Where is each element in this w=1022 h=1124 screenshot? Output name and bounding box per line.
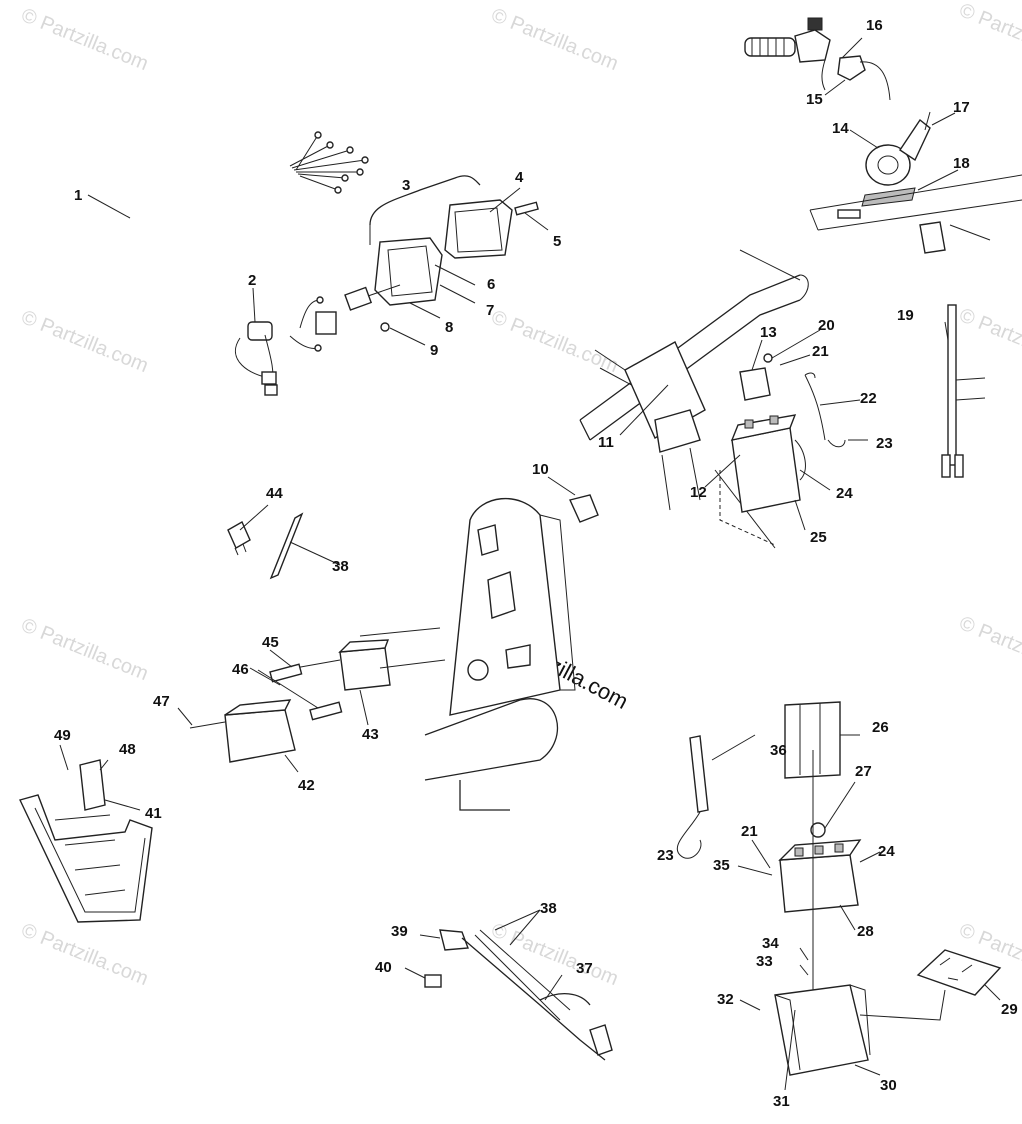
- watermark: © Partzilla.com: [956, 0, 1022, 70]
- callout-46: 46: [232, 661, 249, 678]
- callout-21: 21: [812, 343, 829, 360]
- callout-12: 12: [690, 484, 707, 501]
- callout-2: 2: [248, 272, 256, 289]
- callout-36: 36: [770, 742, 787, 759]
- watermark: © Partzilla.com: [488, 306, 621, 377]
- callout-3: 3: [402, 177, 410, 194]
- callout-16: 16: [866, 17, 883, 34]
- watermark: © Partzilla.com: [18, 4, 151, 75]
- callout-7: 7: [486, 302, 494, 319]
- wire-lead: [941, 304, 986, 478]
- callout-48: 48: [119, 741, 136, 758]
- callout-42: 42: [298, 777, 315, 794]
- callout-25: 25: [810, 529, 827, 546]
- hook-strap: [677, 735, 709, 859]
- frame-section: [579, 249, 809, 549]
- callout-41: 41: [145, 805, 162, 822]
- leader-lines: [59, 37, 1001, 1091]
- watermarks: © Partzilla.com © Partzilla.com © Partzi…: [18, 0, 1022, 990]
- callout-19: 19: [897, 307, 914, 324]
- callout-8: 8: [445, 319, 453, 336]
- rivet-and-tie: [227, 512, 304, 580]
- fuse: [569, 494, 599, 523]
- watermark: © Partzilla.com: [18, 614, 151, 685]
- callout-28: 28: [857, 923, 874, 940]
- watermark: © Partzilla.com: [18, 919, 151, 990]
- callout-6: 6: [487, 276, 495, 293]
- callout-20: 20: [818, 317, 835, 334]
- reflector-right: [338, 639, 391, 691]
- callout-21-lower: 21: [741, 823, 758, 840]
- callout-15: 15: [806, 91, 823, 108]
- callout-45: 45: [262, 634, 279, 651]
- callout-5: 5: [553, 233, 561, 250]
- mud-guard: [19, 759, 153, 923]
- callout-32: 32: [717, 991, 734, 1008]
- callout-24: 24: [836, 485, 853, 502]
- callout-44: 44: [266, 485, 283, 502]
- callout-30: 30: [880, 1077, 897, 1094]
- callout-31: 31: [773, 1093, 790, 1110]
- callout-17: 17: [953, 99, 970, 116]
- callout-38: 38: [332, 558, 349, 575]
- callout-9: 9: [430, 342, 438, 359]
- watermark: © Partzilla.com: [956, 304, 1022, 375]
- callout-39: 39: [391, 923, 408, 940]
- callout-47: 47: [153, 693, 170, 710]
- callout-22: 22: [860, 390, 877, 407]
- horn-assembly: [809, 111, 1022, 254]
- callout-14: 14: [832, 120, 849, 137]
- callout-18: 18: [953, 155, 970, 172]
- callout-4: 4: [515, 169, 524, 186]
- callout-38-lower: 38: [540, 900, 557, 917]
- battery-lower: [774, 701, 1002, 1076]
- callout-24-lower: 24: [878, 843, 895, 860]
- reflector-left: [224, 699, 296, 763]
- wiring-harness: [107, 131, 369, 396]
- bolts-spacers: [189, 627, 446, 729]
- callout-37: 37: [576, 960, 593, 977]
- callout-29: 29: [1001, 1001, 1018, 1018]
- lower-cable: [424, 929, 613, 1061]
- mounting-bracket: [424, 498, 576, 811]
- callout-1: 1: [74, 187, 82, 204]
- callout-35: 35: [713, 857, 730, 874]
- callout-27: 27: [855, 763, 872, 780]
- callout-13: 13: [760, 324, 777, 341]
- callout-23-lower: 23: [657, 847, 674, 864]
- watermark: © Partzilla.com: [488, 4, 621, 75]
- callout-23: 23: [876, 435, 893, 452]
- callout-43: 43: [362, 726, 379, 743]
- watermark: © Partzilla.com: [956, 612, 1022, 683]
- handlebar-switch: [744, 17, 891, 101]
- callout-labels: 1 2 3 4 5 6 7 8 9 10 11 12 13 14 15 16 1…: [54, 17, 1018, 1110]
- callout-40: 40: [375, 959, 392, 976]
- callout-26: 26: [872, 719, 889, 736]
- tail-light-assembly: [344, 175, 539, 332]
- callout-33: 33: [756, 953, 773, 970]
- callout-11: 11: [598, 434, 614, 451]
- callout-10: 10: [532, 461, 549, 478]
- battery-upper: [730, 353, 846, 513]
- callout-34: 34: [762, 935, 779, 952]
- callout-49: 49: [54, 727, 71, 744]
- watermark: © Partzilla.com: [18, 306, 151, 377]
